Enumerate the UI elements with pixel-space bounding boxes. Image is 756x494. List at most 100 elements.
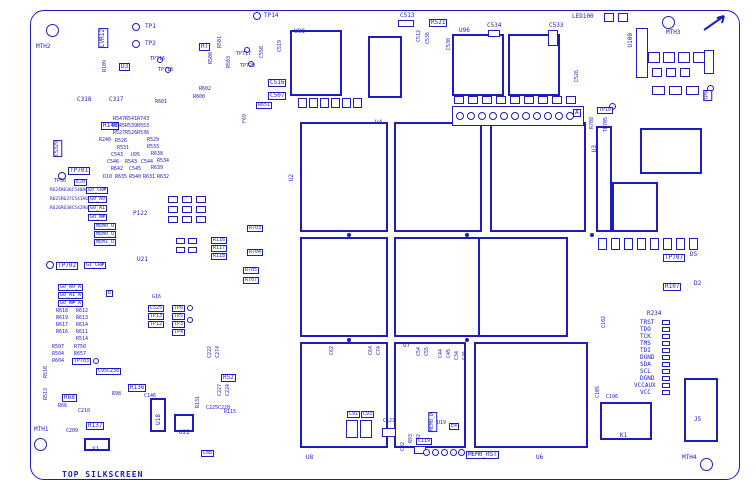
ref-g16: G16	[152, 294, 162, 300]
component-outline	[168, 196, 178, 203]
component-outline	[662, 334, 670, 339]
ref-mth4: MTH4	[682, 454, 697, 461]
ref-r529: R529	[147, 137, 160, 143]
ref-c534: C534	[487, 22, 502, 29]
ref-r534: R534	[157, 158, 170, 164]
fiducial-dot	[347, 338, 351, 342]
ref-r514: R514	[76, 336, 89, 342]
fiducial-dot	[465, 233, 469, 237]
ref-c546: C546	[107, 159, 120, 165]
memory-chip	[300, 237, 388, 337]
ref-r507: R507	[52, 344, 65, 350]
component-outline	[482, 96, 492, 104]
ref-u7: U7	[403, 342, 411, 349]
ref-tp50: TP50	[54, 178, 67, 184]
memory-chip-u8	[300, 342, 388, 448]
ref-u98: U98	[294, 28, 305, 35]
ref-r531: R531	[117, 145, 130, 151]
ref-r526: R526	[115, 138, 128, 144]
ref-c74: C74	[376, 346, 382, 356]
ref-tp705: TP705	[603, 117, 609, 133]
ref-e4: E4	[449, 423, 460, 431]
connector-pin	[457, 448, 465, 456]
ref-c224: C224	[225, 384, 231, 397]
ref-u100: U100	[627, 33, 634, 48]
ref-ej0: EJ0	[74, 179, 88, 187]
ref-c55: C55	[424, 347, 430, 357]
component-outline	[652, 68, 662, 77]
ref-r240: R240	[99, 137, 112, 143]
ref-r521: R521	[429, 19, 448, 28]
ref-d10: D10	[103, 174, 113, 180]
ref-r631: R631	[143, 174, 156, 180]
component-outline	[176, 238, 185, 244]
ref-c525: C525	[148, 305, 165, 313]
ref-j5: J5	[694, 416, 702, 423]
connector-pin	[456, 112, 464, 120]
ref-c209: C209	[66, 428, 79, 434]
ref-c317: C317	[109, 96, 124, 103]
ref-scl: SCL	[640, 368, 651, 375]
ref-r136: R136	[128, 384, 147, 393]
ref-tp718: TP718	[158, 67, 174, 73]
component-outline	[686, 86, 699, 95]
mounting-hole-mth2	[45, 23, 59, 37]
connector-pin	[449, 448, 457, 456]
cap-c533	[548, 30, 558, 46]
ref-r109: R109	[102, 60, 108, 73]
ref-r704: R704	[247, 249, 264, 257]
ref-r750: R750	[74, 344, 87, 350]
ref-mem1-o: MEM1_O	[94, 239, 117, 247]
component-outline	[188, 238, 197, 244]
ref-g0-a0-a: G0_A0_A	[58, 284, 84, 292]
component-outline	[669, 86, 682, 95]
connector-pin	[467, 112, 475, 120]
testpoint-tp1	[132, 23, 140, 31]
ref-r107: R107	[663, 283, 682, 292]
fiducial-dot	[465, 338, 469, 342]
ref-c92: C92	[400, 442, 406, 452]
component-outline	[662, 327, 670, 332]
component-outline	[652, 86, 665, 95]
test-point-pad	[248, 61, 254, 67]
ref-r234: R234	[647, 310, 662, 317]
test-point-pad	[157, 57, 163, 63]
chip-u98	[290, 30, 342, 96]
ref-r503: R503	[226, 56, 232, 69]
ref-r635: R635	[115, 174, 128, 180]
ref-r118: R118	[211, 253, 228, 261]
ref-r527r526r536: R527R526R536	[113, 130, 150, 136]
ref-tp702: TP702	[56, 262, 79, 271]
ref-tdi: TDI	[640, 347, 651, 354]
cap-c513	[398, 20, 414, 27]
chip-u3	[596, 126, 612, 232]
ref-r602: R602	[199, 86, 212, 92]
memory-chip	[394, 237, 482, 337]
ref-u6: U6	[536, 454, 544, 461]
component-outline	[309, 98, 318, 108]
ref-c210: C210	[78, 408, 91, 414]
component-outline	[196, 216, 206, 223]
ref-c34: C34	[454, 351, 460, 361]
ref-r500: R500	[208, 52, 214, 65]
ref-r612: R612	[76, 308, 89, 314]
ref-tp2: TP2	[145, 40, 156, 47]
ref-r547r541r743: R547R541R743	[113, 116, 150, 122]
testpoint-tp703	[93, 358, 99, 364]
ref-dgnd: DGND	[640, 354, 655, 361]
ref-c225c228: C225C228	[206, 405, 231, 411]
component-outline	[662, 355, 670, 360]
ref-r545r539r553: R545R539R553	[113, 123, 150, 129]
ref-u21: U21	[137, 256, 148, 263]
ref-mth2: MTH2	[36, 43, 51, 50]
connector-pin	[511, 112, 519, 120]
ref-r651: R651	[256, 102, 273, 110]
ref-g0-w-: G0_W#	[88, 214, 108, 222]
component-outline	[680, 68, 690, 77]
ref-r625r637c541r634: R625R637C541R634	[50, 197, 94, 202]
component-outline	[666, 68, 676, 77]
ref-tp720: TP720	[240, 63, 256, 69]
mounting-hole-mth4	[699, 457, 713, 471]
ref-u2: U2	[288, 174, 295, 182]
testpoint-tp701	[58, 172, 66, 180]
